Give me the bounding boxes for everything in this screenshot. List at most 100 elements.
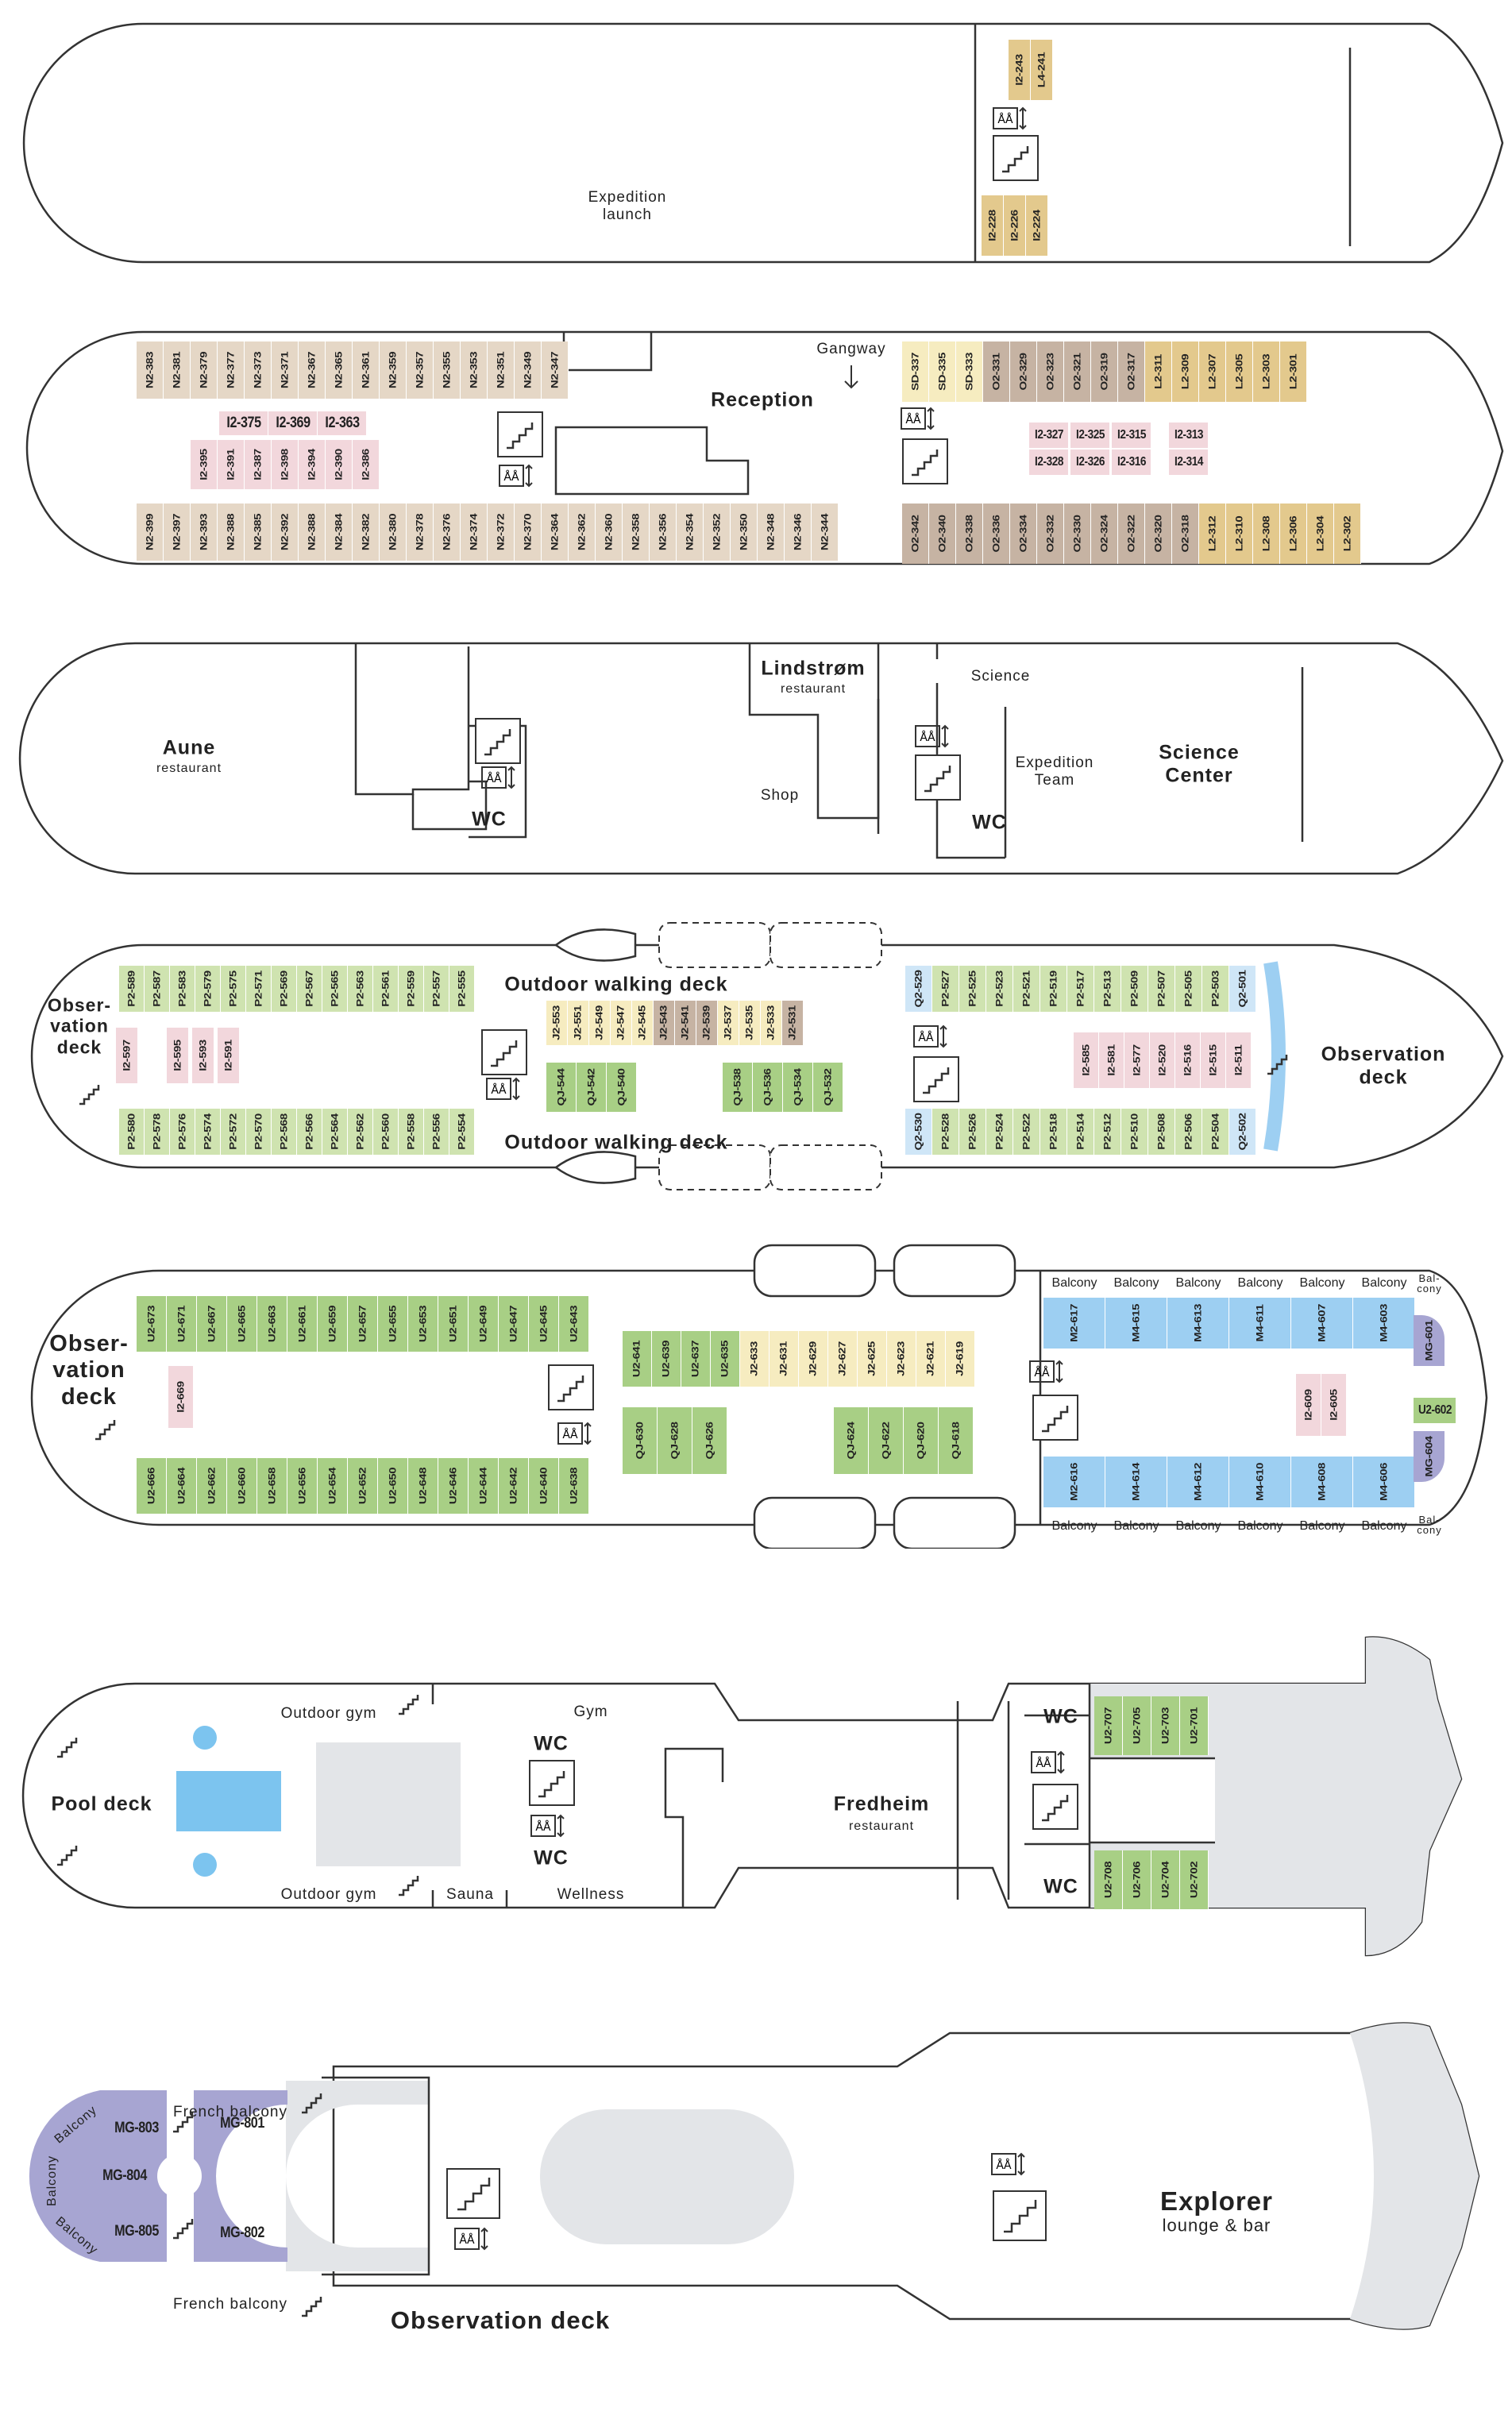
cabin[interactable]: J2-551 bbox=[568, 1001, 589, 1045]
cabin[interactable]: Q2-530 bbox=[905, 1109, 932, 1155]
cabin[interactable]: U2-651 bbox=[438, 1296, 469, 1352]
cabin[interactable]: N2-383 bbox=[137, 341, 164, 399]
cabin[interactable]: U2-650 bbox=[378, 1458, 408, 1514]
cabin[interactable]: N2-352 bbox=[704, 504, 731, 561]
cabin[interactable]: N2-392 bbox=[272, 504, 299, 561]
cabin[interactable]: O2-340 bbox=[929, 504, 956, 564]
cabin[interactable]: P2-527 bbox=[932, 966, 959, 1012]
cabin[interactable]: N2-380 bbox=[380, 504, 407, 561]
cabin[interactable]: L2-306 bbox=[1280, 504, 1307, 564]
cabin[interactable]: P2-571 bbox=[246, 966, 272, 1012]
cabin[interactable]: M4-614 bbox=[1105, 1457, 1167, 1507]
cabin[interactable]: N2-350 bbox=[731, 504, 758, 561]
cabin[interactable]: O2-323 bbox=[1037, 341, 1064, 402]
cabin[interactable]: QJ-532 bbox=[813, 1063, 843, 1112]
cabin[interactable]: L2-309 bbox=[1172, 341, 1199, 402]
cabin[interactable]: O2-330 bbox=[1064, 504, 1091, 564]
cabin[interactable]: O2-336 bbox=[983, 504, 1010, 564]
cabin[interactable]: N2-362 bbox=[569, 504, 596, 561]
cabin[interactable]: N2-355 bbox=[434, 341, 461, 399]
cabin[interactable]: MG-804 bbox=[102, 2167, 147, 2184]
cabin[interactable]: U2-702 bbox=[1180, 1850, 1209, 1909]
cabin[interactable]: P2-578 bbox=[145, 1109, 170, 1155]
cabin[interactable]: P2-508 bbox=[1148, 1109, 1175, 1155]
cabin[interactable]: J2-541 bbox=[675, 1001, 696, 1045]
cabin[interactable]: U2-638 bbox=[559, 1458, 589, 1514]
cabin[interactable]: U2-660 bbox=[227, 1458, 257, 1514]
cabin[interactable]: P2-524 bbox=[986, 1109, 1013, 1155]
cabin[interactable]: P2-526 bbox=[959, 1109, 986, 1155]
cabin[interactable]: SD-335 bbox=[929, 341, 956, 402]
cabin[interactable]: J2-543 bbox=[654, 1001, 675, 1045]
cabin[interactable]: J2-633 bbox=[740, 1331, 770, 1387]
cabin[interactable]: P2-567 bbox=[297, 966, 322, 1012]
cabin[interactable]: P2-558 bbox=[399, 1109, 424, 1155]
cabin[interactable]: U2-703 bbox=[1151, 1696, 1180, 1755]
cabin[interactable]: I2-585 bbox=[1074, 1032, 1099, 1088]
cabin[interactable]: O2-324 bbox=[1091, 504, 1118, 564]
cabin[interactable]: P2-554 bbox=[449, 1109, 475, 1155]
cabin[interactable]: P2-587 bbox=[145, 966, 170, 1012]
cabin[interactable]: I2-394 bbox=[299, 440, 326, 489]
cabin[interactable]: L2-307 bbox=[1199, 341, 1226, 402]
cabin[interactable]: L2-301 bbox=[1280, 341, 1307, 402]
cabin[interactable]: L2-310 bbox=[1226, 504, 1253, 564]
cabin[interactable]: I2-669 bbox=[168, 1366, 194, 1428]
cabin[interactable]: I2-591 bbox=[218, 1028, 240, 1083]
cabin[interactable]: U2-643 bbox=[559, 1296, 589, 1352]
cabin[interactable]: N2-351 bbox=[488, 341, 515, 399]
cabin[interactable]: J2-629 bbox=[799, 1331, 828, 1387]
cabin[interactable]: U2-644 bbox=[469, 1458, 499, 1514]
cabin[interactable]: I2-609 bbox=[1296, 1374, 1321, 1436]
cabin[interactable]: O2-329 bbox=[1010, 341, 1037, 402]
cabin[interactable]: N2-382 bbox=[353, 504, 380, 561]
cabin[interactable]: N2-379 bbox=[191, 341, 218, 399]
cabin[interactable]: U2-673 bbox=[137, 1296, 167, 1352]
cabin[interactable]: P2-562 bbox=[348, 1109, 373, 1155]
cabin[interactable]: Q2-529 bbox=[905, 966, 932, 1012]
cabin[interactable]: J2-621 bbox=[916, 1331, 946, 1387]
cabin[interactable]: U2-602 bbox=[1414, 1398, 1456, 1423]
cabin[interactable]: P2-505 bbox=[1175, 966, 1202, 1012]
cabin[interactable]: M4-615 bbox=[1105, 1298, 1167, 1349]
cabin[interactable]: P2-580 bbox=[119, 1109, 145, 1155]
cabin[interactable]: N2-356 bbox=[650, 504, 677, 561]
cabin[interactable]: U2-655 bbox=[378, 1296, 408, 1352]
cabin[interactable]: QJ-626 bbox=[692, 1407, 727, 1474]
cabin[interactable]: P2-517 bbox=[1067, 966, 1094, 1012]
cabin[interactable]: Q2-502 bbox=[1229, 1109, 1256, 1155]
cabin[interactable]: L2-304 bbox=[1307, 504, 1334, 564]
cabin[interactable]: O2-321 bbox=[1064, 341, 1091, 402]
cabin[interactable]: N2-393 bbox=[191, 504, 218, 561]
cabin[interactable]: P2-514 bbox=[1067, 1109, 1094, 1155]
cabin[interactable]: QJ-538 bbox=[723, 1063, 753, 1112]
cabin[interactable]: P2-525 bbox=[959, 966, 986, 1012]
cabin[interactable]: L2-302 bbox=[1334, 504, 1361, 564]
cabin[interactable]: P2-579 bbox=[195, 966, 221, 1012]
cabin[interactable]: I2-363 bbox=[318, 411, 367, 435]
cabin[interactable]: N2-353 bbox=[461, 341, 488, 399]
cabin[interactable]: MG-805 bbox=[114, 2223, 159, 2240]
cabin[interactable]: J2-553 bbox=[546, 1001, 568, 1045]
cabin[interactable]: I2-327 bbox=[1029, 423, 1069, 448]
cabin[interactable]: I2-520 bbox=[1150, 1032, 1175, 1088]
cabin[interactable]: M4-612 bbox=[1167, 1457, 1229, 1507]
cabin[interactable]: MG-801 bbox=[220, 2115, 264, 2132]
cabin[interactable]: J2-545 bbox=[632, 1001, 654, 1045]
cabin[interactable]: N2-378 bbox=[407, 504, 434, 561]
cabin[interactable]: N2-377 bbox=[218, 341, 245, 399]
cabin[interactable]: U2-704 bbox=[1151, 1850, 1180, 1909]
cabin[interactable]: U2-661 bbox=[287, 1296, 318, 1352]
cabin[interactable]: P2-506 bbox=[1175, 1109, 1202, 1155]
cabin[interactable]: I2-391 bbox=[218, 440, 245, 489]
cabin[interactable]: O2-320 bbox=[1145, 504, 1172, 564]
cabin[interactable]: P2-576 bbox=[170, 1109, 195, 1155]
cabin[interactable]: J2-531 bbox=[782, 1001, 804, 1045]
cabin[interactable]: M2-617 bbox=[1043, 1298, 1105, 1349]
cabin[interactable]: N2-384 bbox=[326, 504, 353, 561]
cabin[interactable]: O2-322 bbox=[1118, 504, 1145, 564]
cabin[interactable]: I2-398 bbox=[272, 440, 299, 489]
cabin[interactable]: L2-312 bbox=[1199, 504, 1226, 564]
cabin[interactable]: J2-623 bbox=[887, 1331, 916, 1387]
cabin[interactable]: U2-637 bbox=[681, 1331, 711, 1387]
